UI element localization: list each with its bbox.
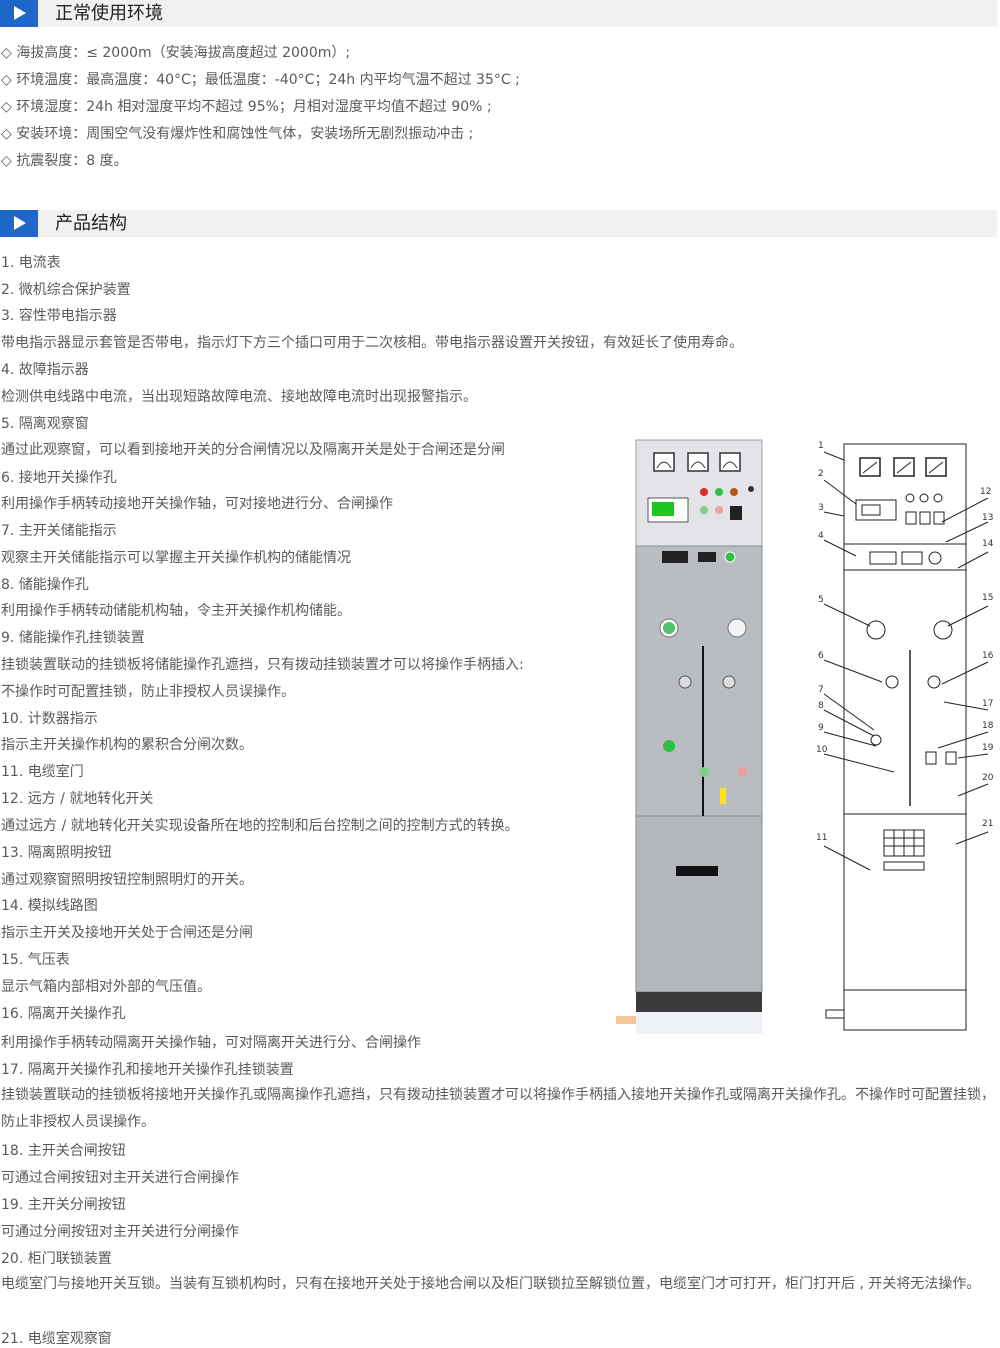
list-item: 显示气箱内部相对外部的气压值。	[1, 979, 211, 995]
list-item: 利用操作手柄转动隔离开关操作轴，可对隔离开关进行分、合闸操作	[1, 1035, 421, 1051]
paragraph: 电缆室门与接地开关互锁。当装有互锁机构时，只有在接地开关处于接地合闸以及柜门联锁…	[1, 1276, 981, 1292]
list-item: 利用操作手柄转动储能机构轴，令主开关操作机构储能。	[1, 603, 351, 619]
list-item: ◇ 安装环境：周围空气没有爆炸性和腐蚀性气体，安装场所无剧烈振动冲击 ;	[1, 126, 474, 142]
callout: 17	[982, 699, 993, 709]
list-item: ◇ 抗震裂度：8 度。	[1, 153, 128, 169]
list-item: 16. 隔离开关操作孔	[1, 1006, 126, 1022]
section-title: 正常使用环境	[55, 3, 163, 24]
list-item: 6. 接地开关操作孔	[1, 470, 117, 486]
callout: 6	[818, 651, 824, 661]
callout: 15	[982, 593, 993, 603]
list-item: 8. 储能操作孔	[1, 577, 89, 593]
callout: 2	[818, 469, 824, 479]
list-item: 4. 故障指示器	[1, 362, 89, 378]
list-item: 不操作时可配置挂锁，防止非授权人员误操作。	[1, 684, 295, 700]
list-item: 12. 远方 / 就地转化开关	[1, 791, 154, 807]
list-item: 9. 储能操作孔挂锁装置	[1, 630, 145, 646]
list-item: 可通过合闸按钮对主开关进行合闸操作	[1, 1170, 239, 1186]
list-item: 观察主开关储能指示可以掌握主开关操作机构的储能情况	[1, 550, 351, 566]
callout: 19	[982, 743, 994, 753]
list-item: 检测供电线路中电流，当出现短路故障电流、接地故障电流时出现报警指示。	[1, 389, 477, 405]
callout: 14	[982, 539, 994, 549]
callout: 10	[816, 745, 828, 755]
list-item: 11. 电缆室门	[1, 764, 84, 780]
callout: 11	[816, 833, 827, 843]
list-item: 20. 柜门联锁装置	[1, 1251, 112, 1267]
list-item: 2. 微机综合保护装置	[1, 282, 131, 298]
list-item: 10. 计数器指示	[1, 711, 98, 727]
list-item: 17. 隔离开关操作孔和接地开关操作孔挂锁装置	[1, 1062, 294, 1078]
callout: 9	[818, 723, 824, 733]
list-item: 3. 容性带电指示器	[1, 308, 117, 324]
play-icon	[0, 210, 38, 237]
list-item: 18. 主开关合闸按钮	[1, 1143, 126, 1159]
list-item: 21. 电缆室观察窗	[1, 1331, 112, 1347]
callout: 4	[818, 531, 824, 541]
callout: 12	[980, 487, 991, 497]
callout: 5	[818, 595, 824, 605]
callout: 13	[982, 513, 993, 523]
list-item: 带电指示器显示套管是否带电，指示灯下方三个插口可用于二次核相。带电指示器设置开关…	[1, 335, 743, 351]
list-item: 通过远方 / 就地转化开关实现设备所在地的控制和后台控制之间的控制方式的转换。	[1, 818, 519, 834]
list-item: 14. 模拟线路图	[1, 898, 98, 914]
list-item: ◇ 环境湿度：24h 相对湿度平均不超过 95%；月相对湿度平均值不超过 90%…	[1, 99, 492, 115]
list-item: 可通过分闸按钮对主开关进行分闸操作	[1, 1224, 239, 1240]
list-item: ◇ 海拔高度：≤ 2000m（安装海拔高度超过 2000m）;	[1, 45, 351, 61]
callout: 20	[982, 773, 994, 783]
play-icon	[0, 0, 38, 27]
list-item: 13. 隔离照明按钮	[1, 845, 112, 861]
list-item: 挂锁装置联动的挂锁板将储能操作孔遮挡，只有拨动挂锁装置才可以将操作手柄插入:	[1, 657, 524, 673]
list-item: 7. 主开关储能指示	[1, 523, 117, 539]
list-item: 通过此观察窗，可以看到接地开关的分合闸情况以及隔离开关是处于合闸还是分闸	[1, 442, 505, 458]
list-item: 指示主开关及接地开关处于合闸还是分闸	[1, 925, 253, 941]
switchgear-figure: 1 2 3 4 5 6 7 8 9 10 11 12 13 14 15 16 1…	[612, 436, 1000, 1036]
list-item: 15. 气压表	[1, 952, 70, 968]
callout-labels: 1 2 3 4 5 6 7 8 9 10 11 12 13 14 15 16 1…	[816, 441, 994, 843]
list-item: 5. 隔离观察窗	[1, 416, 89, 432]
callout: 18	[982, 721, 994, 731]
list-item: 通过观察窗照明按钮控制照明灯的开关。	[1, 872, 253, 888]
callout: 16	[982, 651, 994, 661]
callout: 1	[818, 441, 824, 451]
callout: 7	[818, 685, 824, 695]
cabinet-photo	[616, 439, 763, 1034]
list-item: 1. 电流表	[1, 255, 61, 271]
section-header-structure: 产品结构	[0, 210, 997, 237]
section-header-environment: 正常使用环境	[0, 0, 997, 27]
paragraph: 挂锁装置联动的挂锁板将接地开关操作孔或隔离操作孔遮挡，只有拨动挂锁装置才可以将操…	[1, 1087, 995, 1130]
list-item: 指示主开关操作机构的累积合分闸次数。	[1, 737, 253, 753]
callout: 21	[982, 819, 993, 829]
callout: 3	[818, 503, 824, 513]
list-item: 19. 主开关分闸按钮	[1, 1197, 126, 1213]
list-item: ◇ 环境温度：最高温度：40°C；最低温度：-40°C；24h 内平均气温不超过…	[1, 72, 520, 88]
callout: 8	[818, 701, 824, 711]
list-item: 利用操作手柄转动接地开关操作轴，可对接地进行分、合闸操作	[1, 496, 393, 512]
cabinet-line-drawing	[823, 443, 989, 1031]
section-title: 产品结构	[55, 213, 127, 234]
